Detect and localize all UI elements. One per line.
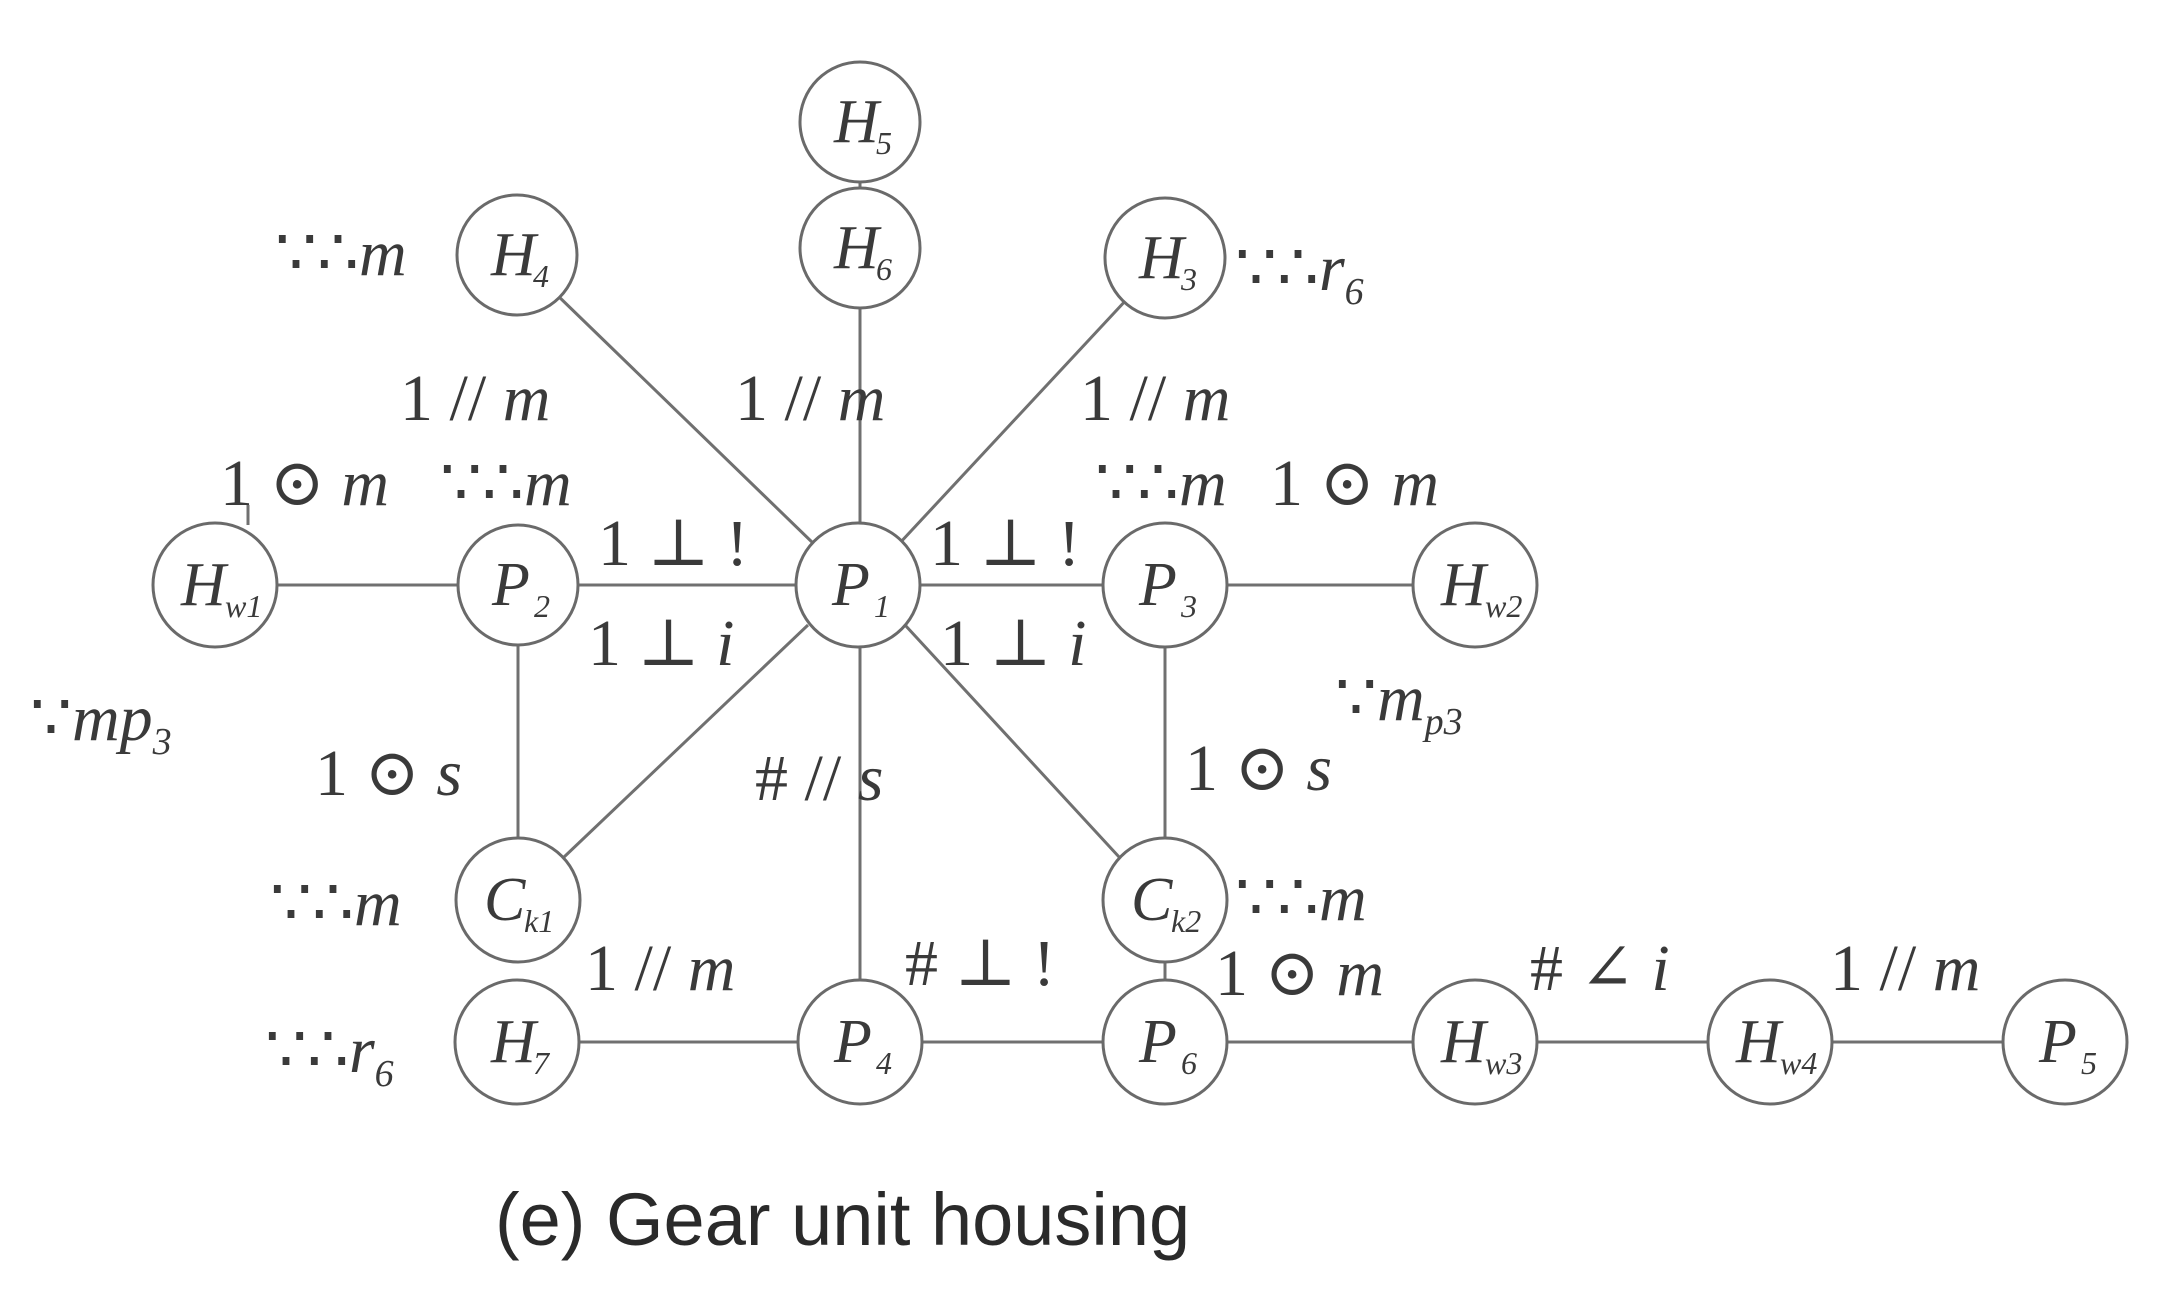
node-h6: H6 (798, 186, 922, 310)
node-hw1-letter: H (180, 551, 229, 619)
node-hw4-subscript: w4 (1780, 1045, 1817, 1081)
node-h7-subscript: 7 (533, 1045, 551, 1081)
edge-h4-p1 (553, 291, 817, 547)
label-p2-p1-lower: 1 ⊥ i (588, 607, 734, 680)
edge-p1-ck1 (561, 623, 810, 860)
label-p2-top: ∵∴m (440, 447, 572, 520)
node-h3-subscript: 3 (1180, 261, 1197, 297)
node-h5-subscript: 5 (876, 125, 892, 161)
node-p1-letter: P (831, 551, 870, 619)
labels: ∵∴m ∵∴r6 1 // m 1 // m 1 // m 1 ⊙ m ∵∴m … (30, 217, 1980, 1095)
node-h4-letter: H (490, 221, 539, 289)
label-hw3-hw4: # ∠ i (1530, 932, 1670, 1005)
node-h7: H7 (453, 978, 581, 1106)
label-ck2-side: ∵∴m (1235, 862, 1367, 935)
node-hw1-subscript: w1 (225, 588, 262, 624)
node-h5-letter: H (833, 88, 882, 156)
label-p4-p6: # ⊥ ! (905, 927, 1055, 1000)
label-p2-p1-upper: 1 ⊥ ! (598, 507, 748, 580)
label-p6-hw3: 1 ⊙ m (1215, 937, 1384, 1010)
edge-h3-p1 (896, 296, 1130, 547)
node-ck2: Ck2 (1101, 836, 1229, 964)
node-h6-letter: H (833, 214, 882, 282)
label-h4-side: ∵∴m (275, 217, 407, 290)
node-ck1-subscript: k1 (524, 903, 554, 939)
node-ck2-subscript: k2 (1171, 903, 1201, 939)
node-p2-letter: P (491, 551, 530, 619)
edges (246, 183, 2003, 1044)
label-hw2-top: 1 ⊙ m (1270, 447, 1439, 520)
label-p1-h6: 1 // m (735, 362, 885, 435)
node-h4-subscript: 4 (533, 258, 549, 294)
label-hw1-side: ∵mp3 (30, 682, 172, 763)
figure-caption: (e) Gear unit housing (495, 1178, 1190, 1261)
label-h3-side: ∵∴r6 (1235, 232, 1364, 313)
node-hw2-subscript: w2 (1485, 588, 1522, 624)
node-hw3-subscript: w3 (1485, 1045, 1522, 1081)
node-p4-subscript: 4 (876, 1045, 892, 1081)
node-p6-letter: P (1138, 1008, 1177, 1076)
label-hw1-top: 1 ⊙ m (220, 447, 389, 520)
label-p1-p3-lower: 1 ⊥ i (940, 607, 1086, 680)
node-hw4-letter: H (1735, 1008, 1784, 1076)
label-p3-top: ∵∴m (1095, 447, 1227, 520)
node-h3-letter: H (1138, 224, 1187, 292)
node-p3-subscript: 3 (1180, 588, 1197, 624)
node-h7-letter: H (490, 1008, 539, 1076)
node-ck2-letter: C (1131, 866, 1173, 934)
node-h3: H3 (1103, 196, 1227, 320)
label-p2-h4: 1 // m (400, 362, 550, 435)
node-p3-letter: P (1138, 551, 1177, 619)
node-p5-subscript: 5 (2081, 1045, 2097, 1081)
label-p1-p4: # // s (755, 742, 883, 815)
node-ck1-letter: C (484, 866, 526, 934)
node-p1-subscript: 1 (874, 588, 890, 624)
node-h5: H5 (798, 60, 922, 184)
label-p1-h3: 1 // m (1080, 362, 1230, 435)
label-h7-side: ∵∴r6 (265, 1014, 394, 1095)
edge-p1-ck2 (903, 623, 1122, 860)
node-hw2-letter: H (1440, 551, 1489, 619)
label-p3-ck2: 1 ⊙ s (1185, 732, 1332, 805)
node-p4-letter: P (833, 1008, 872, 1076)
label-p2-ck1: 1 ⊙ s (315, 737, 462, 810)
label-ck1-side: ∵∴m (270, 867, 402, 940)
label-hw4-p5: 1 // m (1830, 932, 1980, 1005)
node-p2-subscript: 2 (534, 588, 550, 624)
node-p6-subscript: 6 (1181, 1045, 1197, 1081)
label-hw2-side: ∵mp3 (1335, 662, 1463, 743)
node-h4: H4 (455, 193, 579, 317)
node-hw3-letter: H (1440, 1008, 1489, 1076)
label-h7-p4: 1 // m (585, 932, 735, 1005)
node-ck1: Ck1 (454, 836, 582, 964)
node-h6-subscript: 6 (876, 251, 892, 287)
label-p1-p3-upper: 1 ⊥ ! (930, 507, 1080, 580)
node-p5-letter: P (2038, 1008, 2077, 1076)
